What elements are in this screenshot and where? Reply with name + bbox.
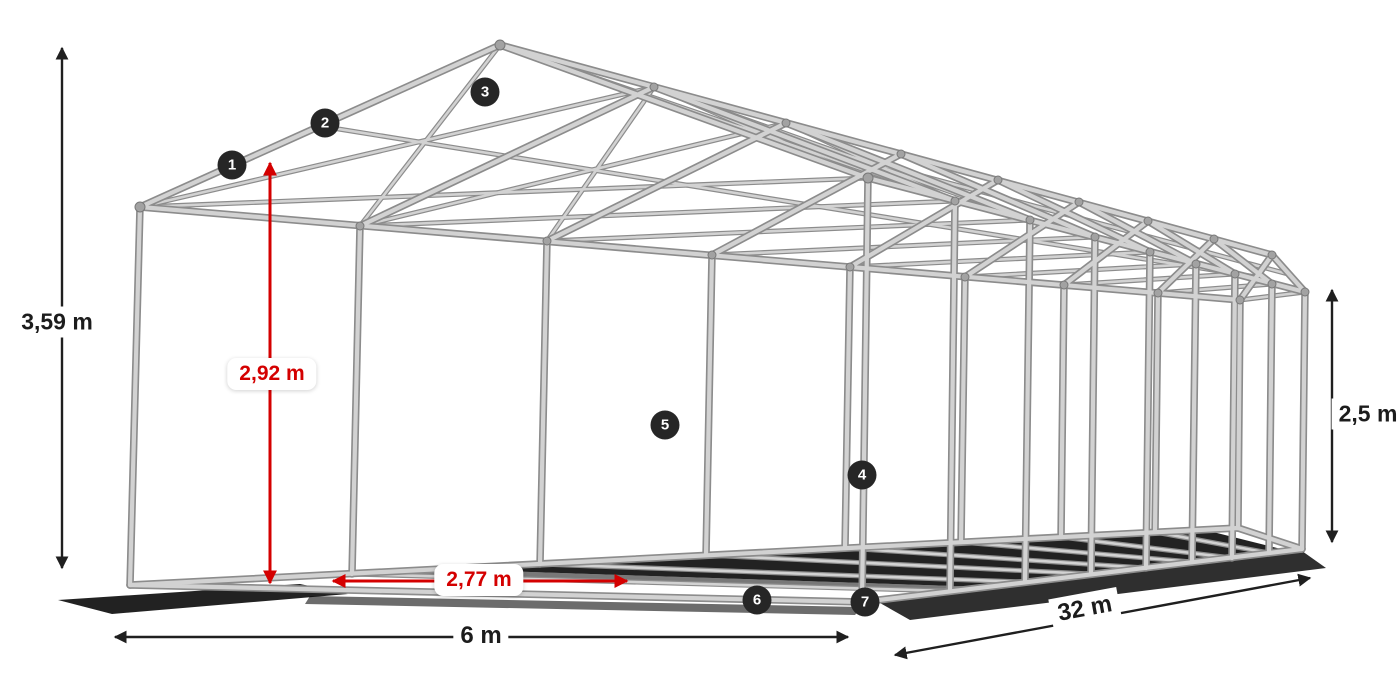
part-marker-4: 4 xyxy=(847,460,877,490)
part-marker-2: 2 xyxy=(310,108,340,138)
part-marker-6: 6 xyxy=(742,585,772,615)
ground-shadow xyxy=(58,530,1326,620)
dimension-label-side-height: 2,5 m xyxy=(1331,398,1400,430)
dimension-label-front-width: 6 m xyxy=(453,620,509,652)
part-marker-3: 3 xyxy=(470,77,500,107)
dimension-label-inner-width: 2,77 m xyxy=(434,564,524,596)
dimension-label-inner-height: 2,92 m xyxy=(227,358,317,390)
part-marker-7: 7 xyxy=(850,587,880,617)
part-marker-5: 5 xyxy=(650,410,680,440)
main-tubes-underlay xyxy=(130,45,1305,602)
part-marker-1: 1 xyxy=(217,150,247,180)
dimension-label-total-height: 3,59 m xyxy=(14,306,100,338)
tube-joints xyxy=(134,39,1310,305)
